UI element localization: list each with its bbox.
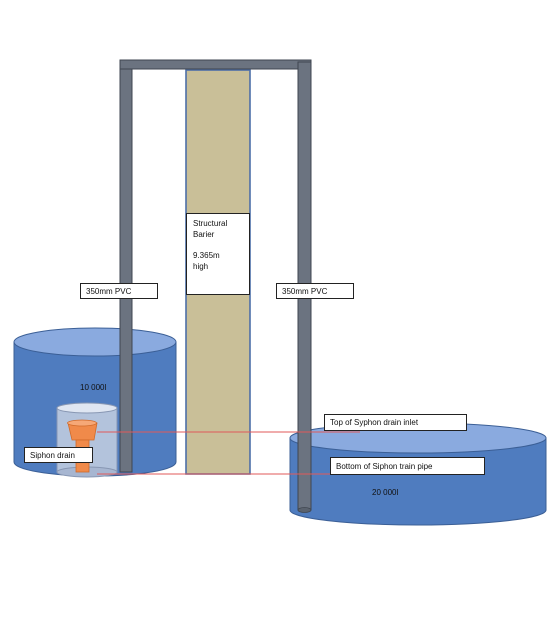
siphon-inlet-rim	[67, 419, 97, 427]
siphon-drain-label: Siphon drain	[24, 447, 93, 463]
left-tank-top	[13, 327, 177, 357]
top-inlet-label: Top of Syphon drain inlet	[324, 414, 467, 431]
barrier-height: 9.365m high	[193, 251, 220, 271]
left-tank-volume: 10 000l	[80, 383, 107, 392]
pipe-right-label: 350mm PVC	[276, 283, 354, 299]
barrier-title: Structural Barier	[193, 219, 228, 239]
barrier-label-box: Structural Barier 9.365m high	[186, 213, 250, 295]
pipe-horizontal	[119, 59, 312, 70]
pipe-right-outlet	[297, 507, 312, 513]
pipe-left-vertical	[119, 61, 133, 473]
siphon-drain-housing	[56, 402, 118, 478]
bottom-pipe-label: Bottom of Siphon train pipe	[330, 457, 485, 475]
pipe-left-label: 350mm PVC	[80, 283, 158, 299]
drain-housing-top	[56, 402, 118, 414]
right-tank-volume: 20 000l	[372, 488, 399, 497]
